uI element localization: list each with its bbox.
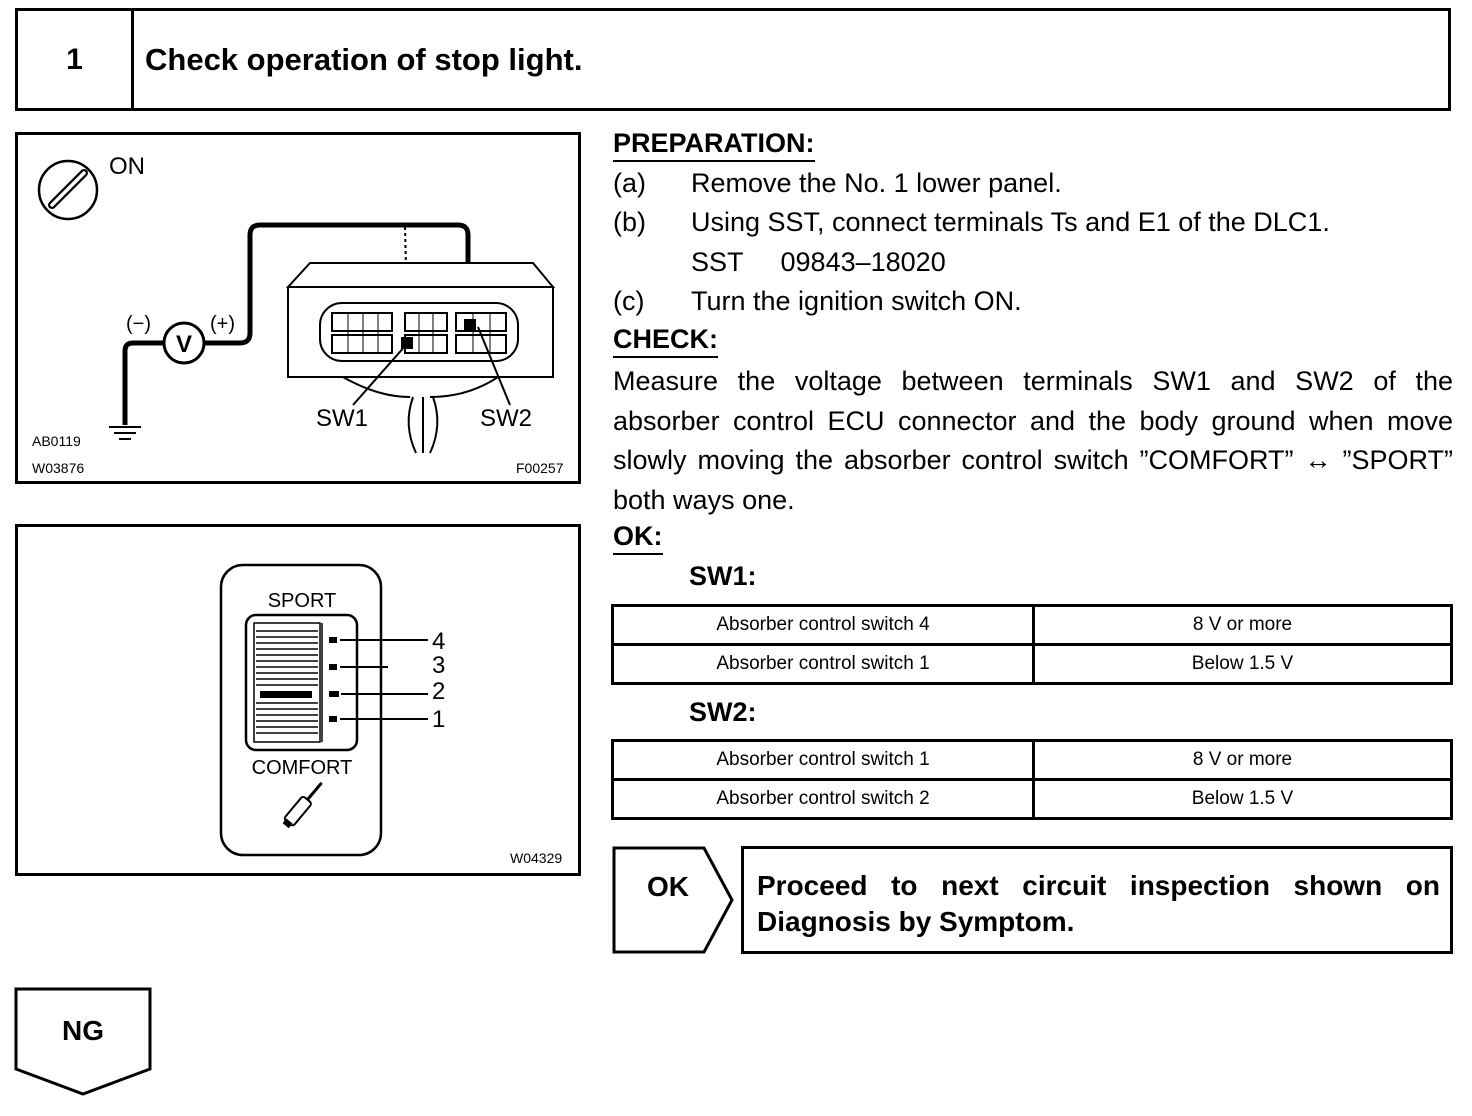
- figure-code-left: W03876: [32, 460, 84, 476]
- ecu-connector: [285, 262, 556, 454]
- step-header: 1 Check operation of stop light.: [15, 8, 1451, 111]
- value-cell: Below 1.5 V: [1032, 643, 1453, 685]
- sw2-table: Absorber control switch 1 8 V or more Ab…: [611, 739, 1453, 820]
- condition-cell: Absorber control switch 2: [611, 778, 1035, 820]
- step-a-label: (a): [613, 168, 646, 198]
- voltmeter-icon: V: [162, 321, 206, 365]
- condition-cell: Absorber control switch 1: [611, 643, 1035, 685]
- step-b-label: (b): [613, 207, 646, 237]
- ok-heading: OK:: [613, 521, 663, 555]
- ok-result-label: OK: [647, 871, 689, 902]
- sw1-label: SW1: [316, 405, 368, 432]
- table-row: Absorber control switch 1 8 V or more: [611, 739, 1453, 781]
- figure-code-right: F00257: [516, 460, 564, 476]
- preparation-heading: PREPARATION:: [613, 128, 815, 162]
- value-cell: Below 1.5 V: [1032, 778, 1453, 820]
- position-4-label: 4: [432, 628, 445, 655]
- meter-label: V: [176, 331, 192, 358]
- plus-label: (+): [210, 313, 235, 335]
- sw1-table: Absorber control switch 4 8 V or more Ab…: [611, 604, 1453, 685]
- sw2-title: SW2:: [689, 697, 757, 727]
- ok-result-marker: OK: [612, 846, 734, 954]
- position-2-label: 2: [432, 678, 445, 705]
- switch-figure: SPORT 4 3 2 1 COMFORT: [15, 524, 581, 876]
- step-a-text: Remove the No. 1 lower panel.: [691, 168, 1062, 198]
- condition-cell: Absorber control switch 1: [611, 739, 1035, 781]
- sport-label: SPORT: [268, 590, 337, 612]
- wiring-diagram: ON V (−) (+): [32, 153, 564, 476]
- value-cell: 8 V or more: [1032, 739, 1453, 781]
- figure-code-top: AB0119: [32, 433, 81, 449]
- figure-code: W04329: [510, 850, 562, 866]
- minus-label: (−): [126, 313, 151, 335]
- ok-action-box: Proceed to next circuit inspection shown…: [741, 846, 1453, 954]
- step-number: 1: [18, 11, 134, 108]
- ng-result-marker: NG: [14, 987, 152, 1096]
- value-cell: 8 V or more: [1032, 604, 1453, 646]
- check-description: Measure the voltage between terminals SW…: [613, 366, 1453, 515]
- switch-diagram: SPORT 4 3 2 1 COMFORT: [219, 563, 562, 866]
- ng-result-label: NG: [62, 1015, 104, 1046]
- step-title: Check operation of stop light.: [145, 41, 583, 77]
- check-heading: CHECK:: [613, 324, 718, 358]
- ok-action-text: Proceed to next circuit inspection shown…: [757, 870, 1440, 937]
- ignition-key-icon: [37, 159, 99, 221]
- shock-absorber-icon: [282, 781, 323, 829]
- step-c-text: Turn the ignition switch ON.: [691, 286, 1022, 316]
- condition-cell: Absorber control switch 4: [611, 604, 1035, 646]
- table-row: Absorber control switch 4 8 V or more: [611, 604, 1453, 646]
- position-3-label: 3: [432, 652, 445, 679]
- position-1-label: 1: [432, 706, 445, 733]
- table-row: Absorber control switch 1 Below 1.5 V: [611, 643, 1453, 685]
- ground-symbol: [109, 340, 163, 440]
- table-row: Absorber control switch 2 Below 1.5 V: [611, 778, 1453, 820]
- sw1-title: SW1:: [689, 561, 757, 591]
- step-b-text: Using SST, connect terminals Ts and E1 o…: [691, 207, 1330, 237]
- step-c-label: (c): [613, 286, 645, 316]
- on-label: ON: [109, 153, 145, 180]
- wiring-figure: ON V (−) (+): [15, 132, 581, 484]
- sst-number: SST 09843–18020: [691, 247, 946, 277]
- comfort-label: COMFORT: [252, 757, 353, 779]
- sw2-label: SW2: [480, 405, 532, 432]
